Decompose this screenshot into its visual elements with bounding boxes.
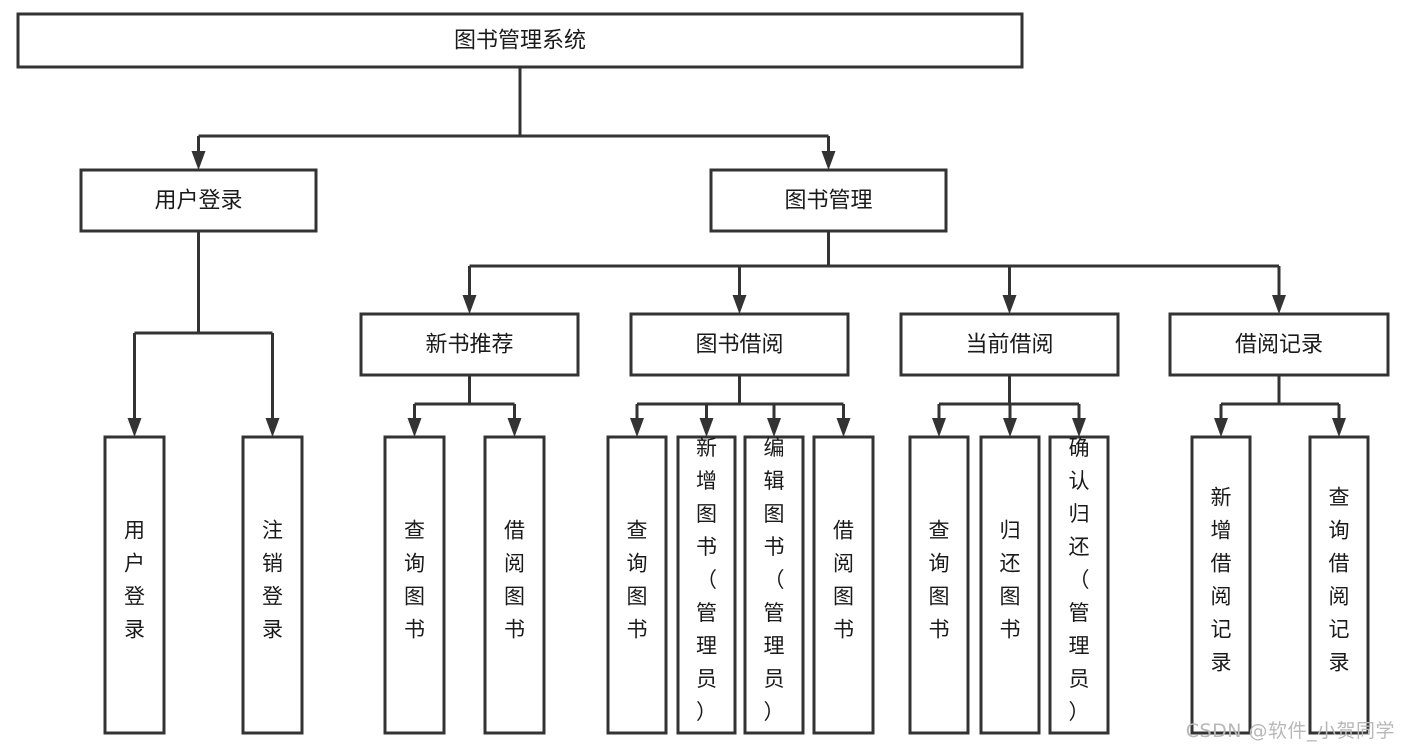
node-leaf-add-record[interactable]: 新增借阅记录 <box>1190 435 1252 735</box>
arrow-head-icon <box>1072 418 1086 437</box>
arrow-head-icon <box>699 418 714 437</box>
node-label: 借阅图书 <box>504 519 525 642</box>
arrow-head-icon <box>932 418 946 437</box>
arrow-head-icon <box>1332 418 1346 437</box>
node-leaf-confirm-return[interactable]: 确认归还（管理员） <box>1048 435 1110 735</box>
node-label: 用户登录 <box>124 519 145 642</box>
node-box <box>359 312 580 377</box>
node-boxes-layer: 图书管理系统用户登录图书管理新书推荐图书借阅当前借阅借阅记录用户登录注销登录查询… <box>16 12 1390 735</box>
node-book-manage[interactable]: 图书管理 <box>709 168 948 233</box>
node-current-borrow[interactable]: 当前借阅 <box>899 312 1120 377</box>
node-leaf-edit-book[interactable]: 编辑图书（管理员） <box>743 435 805 735</box>
node-box <box>1190 435 1252 735</box>
node-leaf-logout[interactable]: 注销登录 <box>241 435 304 735</box>
node-box <box>979 435 1041 735</box>
arrow-head-icon <box>462 295 477 314</box>
node-box <box>606 435 668 735</box>
arrow-head-icon <box>507 418 522 437</box>
node-user-login[interactable]: 用户登录 <box>79 168 318 233</box>
node-leaf-query-book-cur[interactable]: 查询图书 <box>908 435 970 735</box>
arrow-head-icon <box>1002 295 1017 314</box>
node-box <box>709 168 948 233</box>
node-leaf-return-book[interactable]: 归还图书 <box>979 435 1041 735</box>
node-box <box>908 435 970 735</box>
node-label: 图书借阅 <box>695 333 783 358</box>
node-label: 注销登录 <box>262 519 283 642</box>
node-label: 图书管理 <box>784 189 872 214</box>
node-book-borrow[interactable]: 图书借阅 <box>629 312 850 377</box>
node-label: 确认归还（管理员） <box>1069 436 1090 724</box>
node-label: 查询图书 <box>404 519 425 642</box>
node-label: 编辑图书（管理员） <box>764 436 785 724</box>
arrow-head-icon <box>407 418 422 437</box>
node-label: 新增借阅记录 <box>1211 486 1232 675</box>
node-label: 用户登录 <box>154 189 242 214</box>
node-label: 查询借阅记录 <box>1329 486 1350 675</box>
node-label: 借阅记录 <box>1235 333 1323 358</box>
node-leaf-user-login[interactable]: 用户登录 <box>103 435 166 735</box>
node-new-book-rec[interactable]: 新书推荐 <box>359 312 580 377</box>
node-label: 图书管理系统 <box>454 29 586 54</box>
arrow-head-icon <box>630 418 644 437</box>
node-box <box>812 435 875 735</box>
node-label: 新增图书（管理员） <box>696 436 717 724</box>
node-leaf-query-book-rec[interactable]: 查询图书 <box>383 435 446 735</box>
arrow-head-icon <box>1272 295 1286 314</box>
node-borrow-record[interactable]: 借阅记录 <box>1168 312 1390 377</box>
node-box <box>676 435 737 735</box>
node-label: 新书推荐 <box>425 333 513 358</box>
node-label: 借阅图书 <box>833 519 854 642</box>
node-leaf-borrow-book-rec[interactable]: 借阅图书 <box>483 435 546 735</box>
arrow-head-icon <box>1214 418 1228 437</box>
node-box <box>1168 312 1390 377</box>
node-label: 查询图书 <box>929 519 950 642</box>
node-leaf-borrow-book[interactable]: 借阅图书 <box>812 435 875 735</box>
node-box <box>629 312 850 377</box>
arrow-head-icon <box>767 418 781 437</box>
node-box <box>899 312 1120 377</box>
node-box <box>743 435 805 735</box>
arrow-head-icon <box>821 151 836 170</box>
node-leaf-add-book[interactable]: 新增图书（管理员） <box>676 435 737 735</box>
arrow-head-icon <box>127 418 142 437</box>
node-box <box>483 435 546 735</box>
node-box <box>1308 435 1370 735</box>
node-label: 当前借阅 <box>965 333 1053 358</box>
node-label: 归还图书 <box>1000 519 1021 642</box>
node-box <box>383 435 446 735</box>
node-box <box>16 12 1024 69</box>
node-box <box>103 435 166 735</box>
connector-lines-layer <box>127 67 1346 437</box>
node-box <box>241 435 304 735</box>
node-root[interactable]: 图书管理系统 <box>16 12 1024 69</box>
node-label: 查询图书 <box>627 519 648 642</box>
arrow-head-icon <box>836 418 851 437</box>
node-leaf-query-record[interactable]: 查询借阅记录 <box>1308 435 1370 735</box>
node-box <box>79 168 318 233</box>
arrow-head-icon <box>732 295 747 314</box>
arrow-head-icon <box>265 418 280 437</box>
arrow-head-icon <box>191 151 206 170</box>
arrow-head-icon <box>1003 418 1017 437</box>
node-box <box>1048 435 1110 735</box>
node-leaf-query-book-borrow[interactable]: 查询图书 <box>606 435 668 735</box>
